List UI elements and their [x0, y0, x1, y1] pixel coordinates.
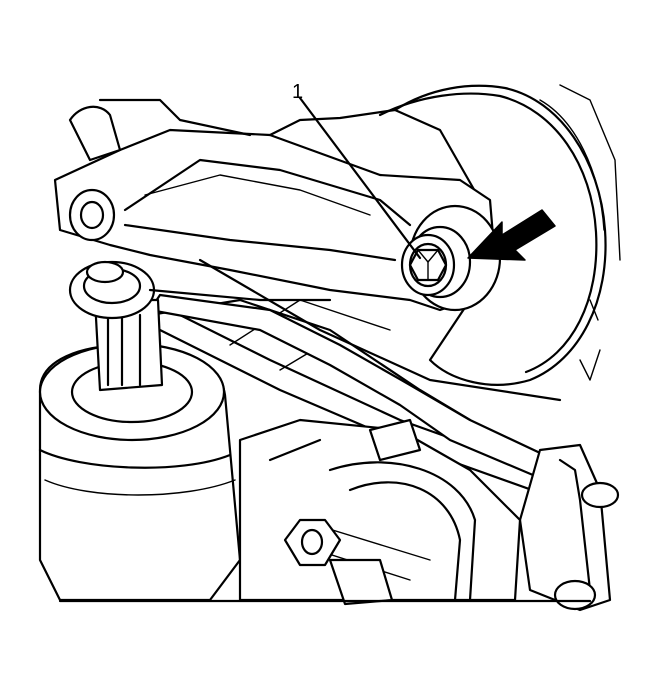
- arm-eyelet: [68, 188, 116, 242]
- callout-leader: [298, 96, 422, 260]
- lower-knuckle: [518, 443, 620, 612]
- arrow-icon: [467, 209, 556, 261]
- callout-label-1: 1: [292, 81, 303, 103]
- lower-nut: [283, 518, 394, 606]
- strut-assembly: [38, 260, 332, 602]
- upper-control-arm: [53, 98, 497, 312]
